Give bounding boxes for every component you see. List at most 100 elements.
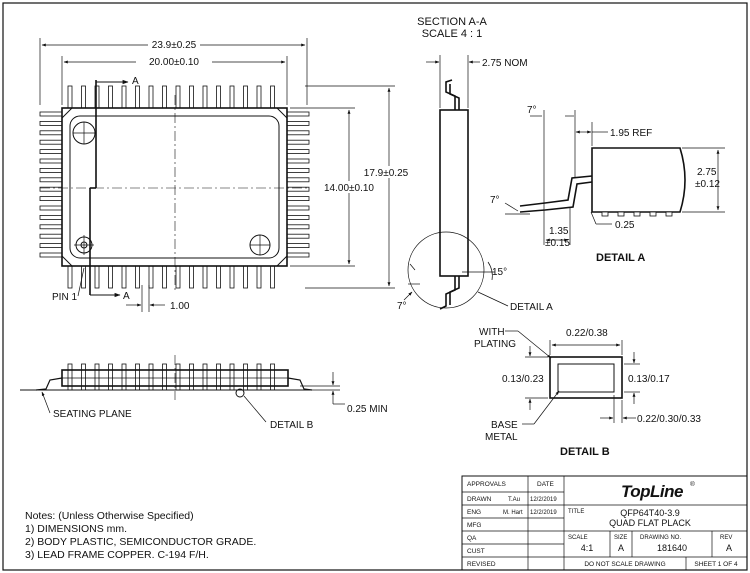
lead <box>286 233 310 239</box>
detail-b-inner <box>557 363 615 393</box>
dim-overall-width-text: 23.9±0.25 <box>152 40 197 51</box>
dim-overall-width: 23.9±0.25 <box>39 38 308 105</box>
lead <box>148 85 154 109</box>
lead <box>286 196 310 202</box>
leads-top <box>67 85 275 109</box>
lead <box>39 205 63 211</box>
detail-a: 7° 1.95 REF 2.75 ±0.12 7° 1.35 ±0.15 0.2… <box>490 105 725 264</box>
tb-row-label: CUST <box>467 548 485 555</box>
lead <box>229 265 235 289</box>
detail-a-ref-text: 1.95 REF <box>610 128 652 139</box>
tb-row-label: DRAWN <box>467 496 492 503</box>
detail-a-height-tol: ±0.12 <box>695 179 720 190</box>
tb-approval-rows: DRAWN T.Au 12/2/2019 ENG M. Hart 12/2/20… <box>467 496 557 568</box>
lead-tip <box>665 211 673 217</box>
tb-do-not-scale: DO NOT SCALE DRAWING <box>584 561 665 568</box>
lead <box>39 121 63 126</box>
leads-left <box>39 111 63 258</box>
detail-b-dim-left: 0.13/0.23 <box>502 374 544 385</box>
detail-a-lead-text: 0.25 <box>615 220 635 231</box>
lead <box>202 85 208 109</box>
section-body <box>439 109 469 277</box>
note-2: 2) BODY PLASTIC, SEMICONDUCTOR GRADE. <box>25 536 256 548</box>
lead <box>148 265 154 289</box>
lead <box>286 167 310 173</box>
lead <box>286 121 310 126</box>
lead <box>256 85 262 109</box>
section-a-a: SECTION A-A SCALE 4 : 1 2.75 NOM DETAIL … <box>397 16 553 313</box>
dim-body-height-text: 14.00±0.10 <box>324 183 374 194</box>
lead <box>286 158 310 164</box>
tb-sheet: SHEET 1 OF 4 <box>694 561 738 568</box>
lead-tip <box>617 211 625 217</box>
leads-bottom <box>67 265 275 289</box>
lead <box>108 265 113 289</box>
section-marker-top: A <box>132 76 139 87</box>
lead <box>121 85 127 109</box>
lead <box>135 265 140 289</box>
note-3: 3) LEAD FRAME COPPER. C-194 F/H. <box>25 549 209 561</box>
lead <box>286 205 310 211</box>
lead <box>39 214 63 220</box>
lead <box>189 85 194 109</box>
section-angle-7: 7° <box>397 301 407 312</box>
detail-a-height-value: 2.75 <box>697 167 717 178</box>
lead <box>175 265 181 289</box>
dim-pitch-text: 1.00 <box>170 301 190 312</box>
lead <box>175 85 181 109</box>
lead-tip <box>601 211 609 217</box>
notes-heading: Notes: (Unless Otherwise Specified) <box>25 510 194 522</box>
detail-b-dim-right: 0.13/0.17 <box>628 374 670 385</box>
tb-approvals: APPROVALS <box>467 481 507 488</box>
tb-row-label: QA <box>467 535 477 542</box>
detail-a-title: DETAIL A <box>596 252 645 264</box>
note-1: 1) DIMENSIONS mm. <box>25 523 127 535</box>
lead <box>39 111 63 117</box>
tb-rev-value: A <box>726 543 732 553</box>
tb-drawing-no-label: DRAWING NO. <box>640 535 681 541</box>
tb-title-line2: QUAD FLAT PLACK <box>609 518 691 528</box>
lead <box>67 85 73 109</box>
detail-b-base-1: BASE <box>491 420 518 431</box>
lead <box>39 130 63 136</box>
lead <box>162 85 167 109</box>
ejector-mark-bottom-right <box>249 234 271 256</box>
detail-b-with-2: PLATING <box>474 339 516 350</box>
lead <box>286 149 310 155</box>
lead <box>67 265 73 289</box>
lead <box>216 265 221 289</box>
dim-overall-height-text: 17.9±0.25 <box>364 168 409 179</box>
detail-b-with-1: WITH <box>479 327 505 338</box>
tb-row-name: T.Au <box>508 497 520 503</box>
lead <box>39 158 63 164</box>
detail-b-callout: DETAIL B <box>270 420 314 431</box>
lead <box>286 111 310 117</box>
lead <box>162 265 167 289</box>
section-detail-a-callout: DETAIL A <box>510 302 553 313</box>
tb-scale-label: SCALE <box>568 535 588 541</box>
lead <box>108 85 113 109</box>
side-view: SEATING PLANE 0.25 MIN DETAIL B <box>20 355 388 431</box>
lead <box>286 224 310 230</box>
tb-row-label: ENG <box>467 509 481 516</box>
dim-body-width: 20.00±0.10 <box>61 55 288 105</box>
detail-b-outer <box>549 356 623 399</box>
tb-row-label: REVISED <box>467 561 496 568</box>
lead <box>286 177 310 183</box>
tb-title-label: TITLE <box>568 509 584 515</box>
section-nom-text: 2.75 NOM <box>482 58 528 69</box>
section-marker-bottom: A <box>123 291 130 302</box>
tb-row-date: 12/2/2019 <box>530 510 557 516</box>
tb-size-value: A <box>618 543 624 553</box>
package-body <box>61 107 288 267</box>
detail-a-body <box>591 147 686 213</box>
lead <box>216 85 221 109</box>
leads-right <box>286 111 310 258</box>
dim-pitch: 1.00 <box>126 285 190 312</box>
lead <box>39 177 63 183</box>
detail-a-angle-top: 7° <box>527 105 537 116</box>
lead <box>243 85 248 109</box>
tb-row-label: MFG <box>467 522 481 529</box>
